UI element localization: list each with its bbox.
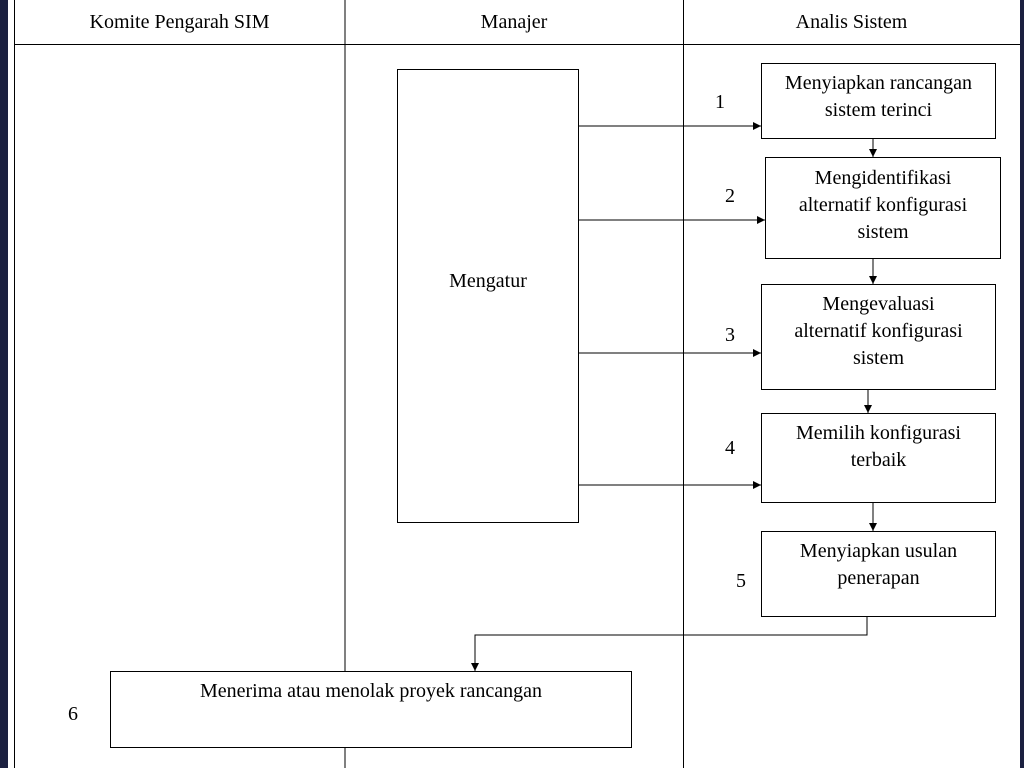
step-2-label: Mengidentifikasi alternatif konfigurasi … <box>798 167 968 243</box>
step-1-number: 1 <box>715 91 725 113</box>
step-3-number: 3 <box>725 324 735 346</box>
step-6-box: Menerima atau menolak proyek rancangan <box>110 671 632 748</box>
step-5-label: Menyiapkan usulan penerapan <box>799 540 958 589</box>
lane-header-komite: Komite Pengarah SIM <box>89 11 270 33</box>
manager-box: Mengatur <box>397 69 579 523</box>
right-edge <box>1020 0 1024 768</box>
step-4-label: Memilih konfigurasi terbaik <box>796 422 961 471</box>
step-5-number: 5 <box>736 570 746 592</box>
step-4-box: Memilih konfigurasi terbaik <box>761 413 996 503</box>
step-3-label: Mengevaluasi alternatif konfigurasi sist… <box>794 293 963 369</box>
step-4-number: 4 <box>725 437 735 459</box>
manager-box-label: Mengatur <box>449 269 527 292</box>
arrow-5-to-6 <box>471 617 868 671</box>
step-2-box: Mengidentifikasi alternatif konfigurasi … <box>765 157 1001 259</box>
step-1-label: Menyiapkan rancangan sistem terinci <box>784 72 973 121</box>
step-3-box: Mengevaluasi alternatif konfigurasi sist… <box>761 284 996 390</box>
step-5-box: Menyiapkan usulan penerapan <box>761 531 996 617</box>
step-6-number: 6 <box>68 703 78 725</box>
step-1-box: Menyiapkan rancangan sistem terinci <box>761 63 996 139</box>
lane-header-manajer: Manajer <box>480 11 548 33</box>
step-2-number: 2 <box>725 185 735 207</box>
step-6-label: Menerima atau menolak proyek rancangan <box>199 680 543 702</box>
lane-header-analis: Analis Sistem <box>795 11 908 33</box>
